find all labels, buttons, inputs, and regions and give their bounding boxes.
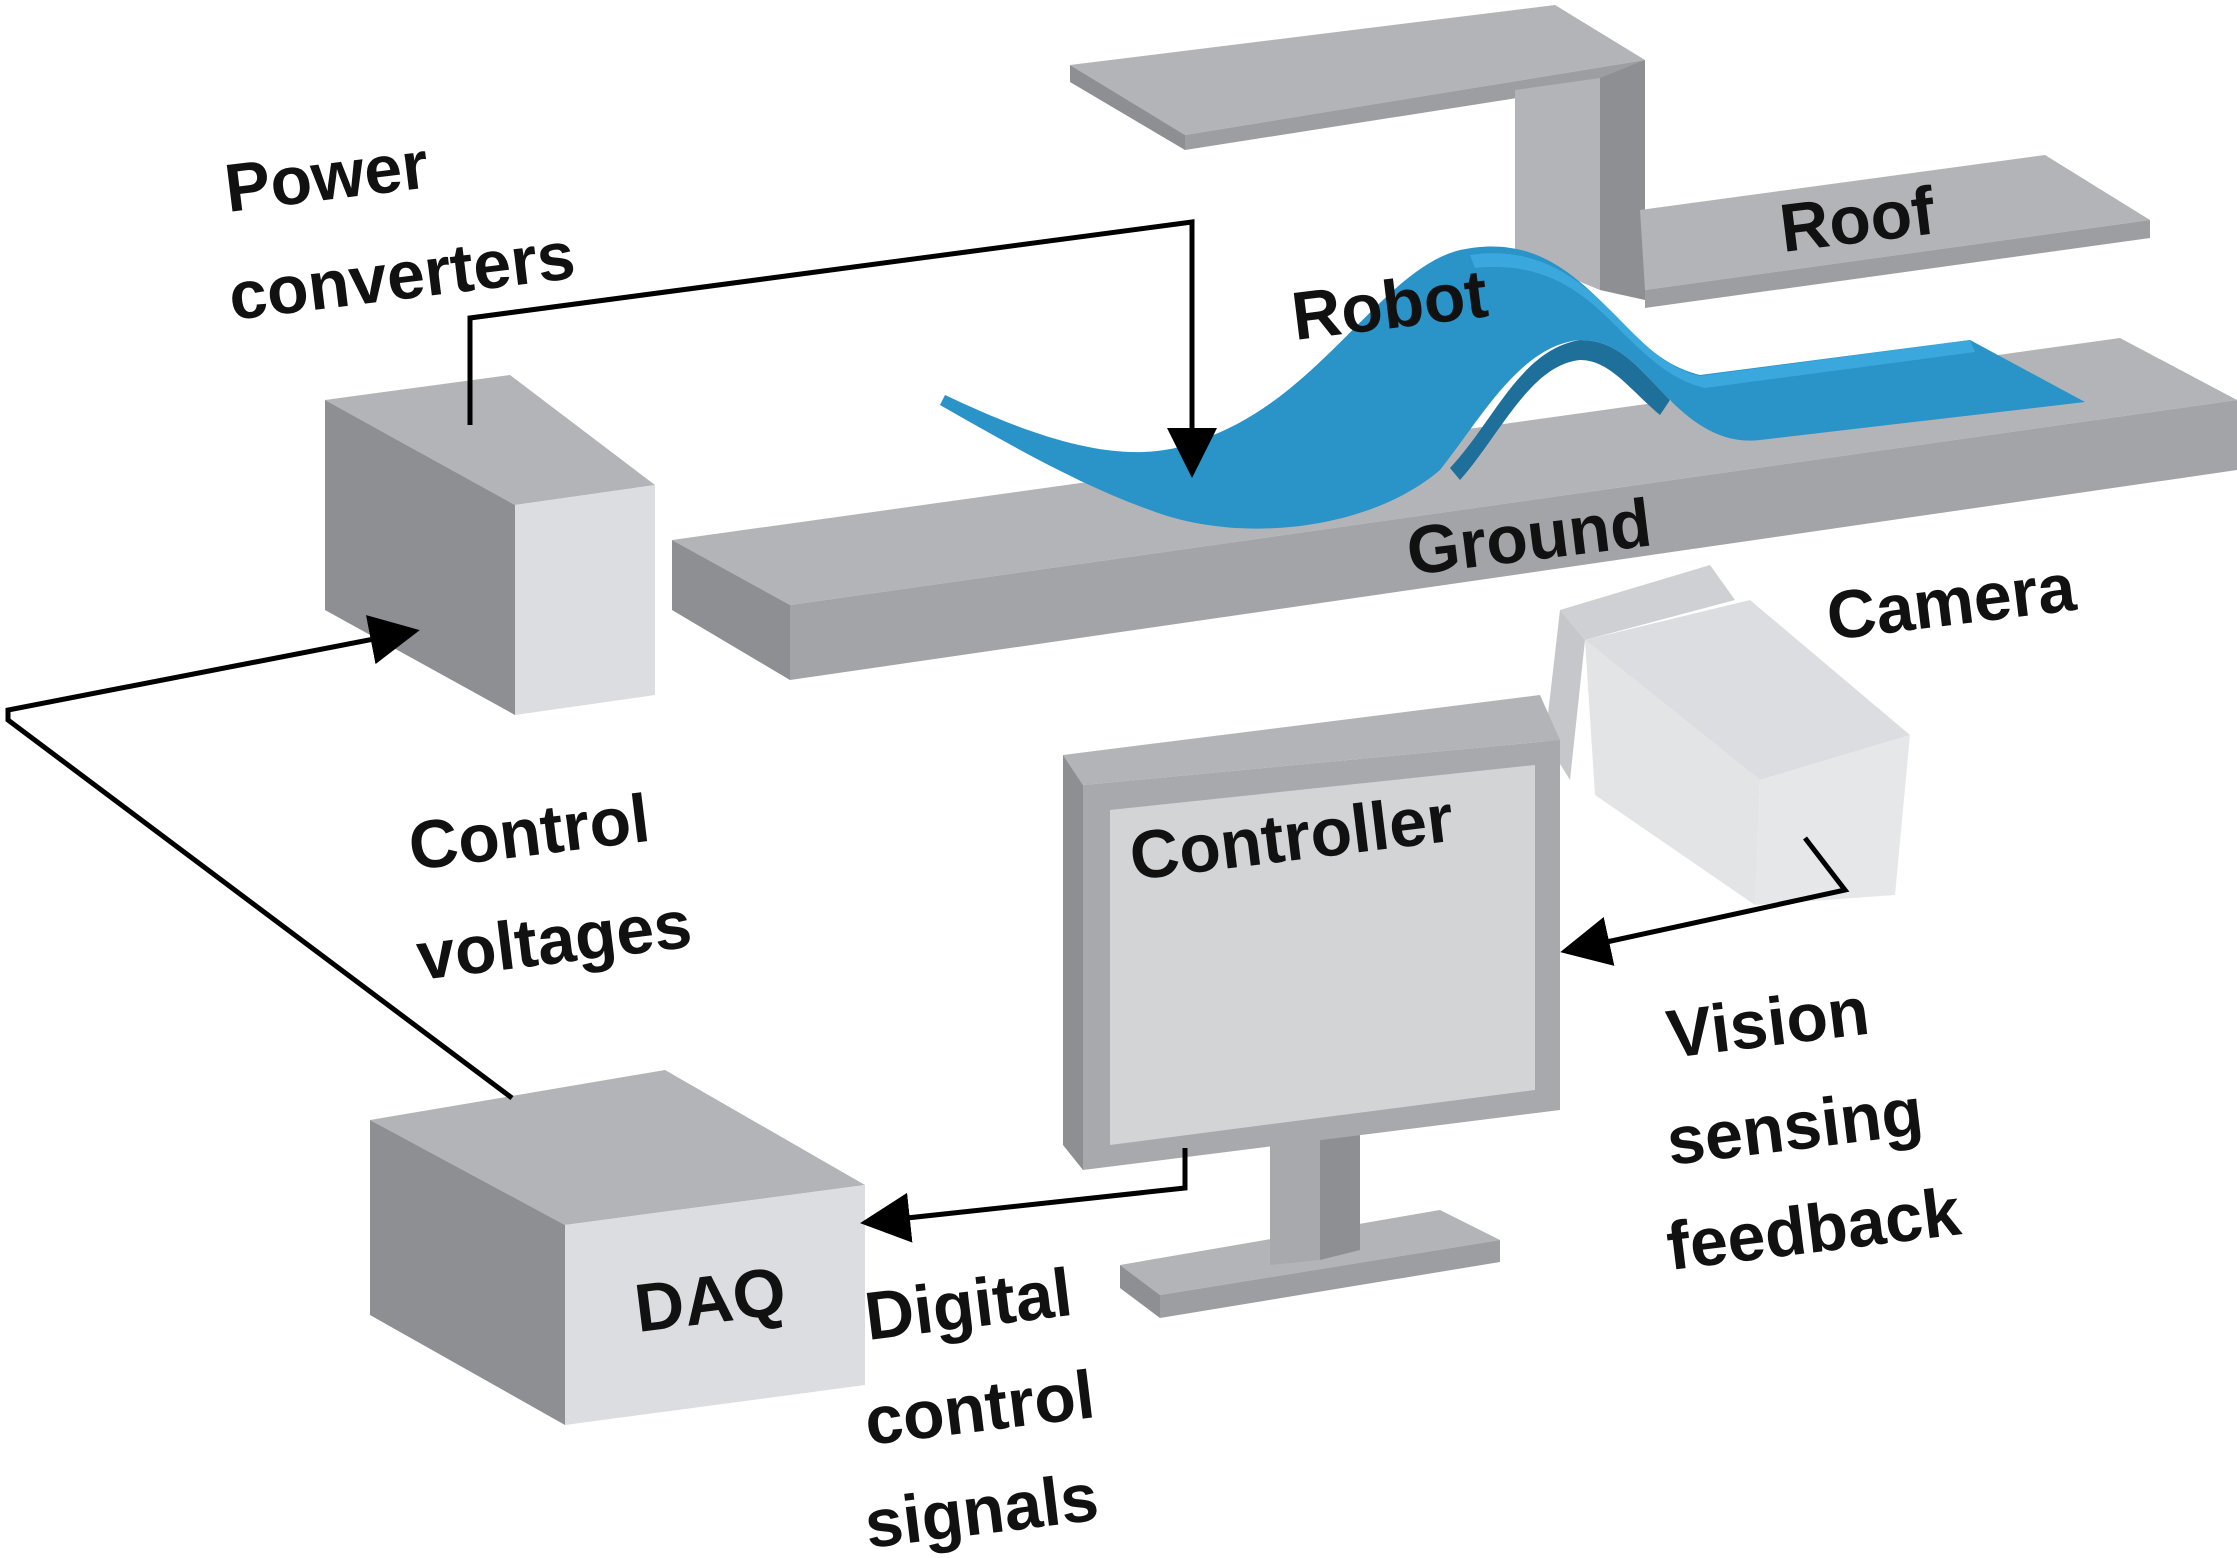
label-digital-line1: Digital <box>861 1254 1077 1355</box>
controller-monitor <box>1063 695 1560 1318</box>
daq-box <box>370 1070 865 1425</box>
label-power-converters-line1: Power <box>221 127 433 227</box>
power-converters-box <box>325 375 655 715</box>
label-daq: DAQ <box>631 1253 790 1347</box>
label-control-voltages-line2: voltages <box>413 886 696 995</box>
label-vision-line3: feedback <box>1663 1174 1965 1285</box>
control-voltages-arrow <box>5 615 514 1100</box>
label-roof: Roof <box>1776 173 1939 267</box>
label-vision-line1: Vision <box>1663 973 1874 1073</box>
digital-signals-arrow <box>860 1148 1188 1243</box>
label-digital-line3: signals <box>861 1459 1103 1558</box>
label-digital-line2: control <box>861 1356 1099 1460</box>
connections <box>5 219 1850 1243</box>
label-control-voltages-line1: Control <box>405 780 654 885</box>
camera <box>1545 565 1910 905</box>
label-vision-line2: sensing <box>1663 1073 1927 1180</box>
label-camera: Camera <box>1823 549 2081 655</box>
power-to-robot-arrow <box>467 219 1217 478</box>
soft-robot <box>940 246 2085 529</box>
vision-feedback-arrow <box>1560 836 1850 966</box>
roof-structure <box>1070 5 2150 308</box>
label-power-converters-line2: converters <box>225 217 579 335</box>
